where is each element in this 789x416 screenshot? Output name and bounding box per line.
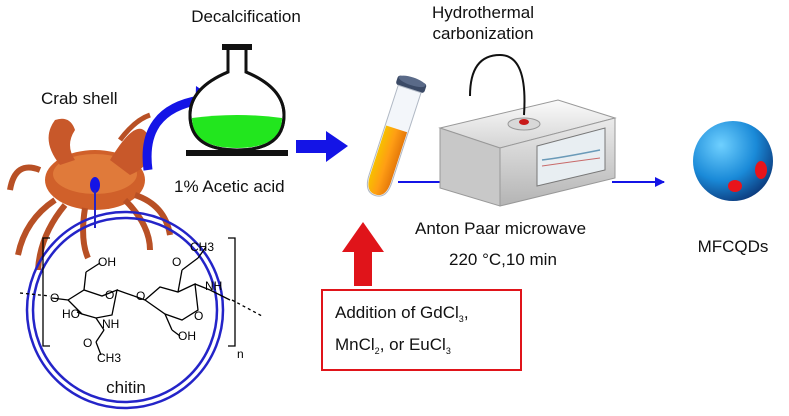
decalcification-label: Decalcification — [191, 7, 301, 26]
addition-eucl-text: , or EuCl — [379, 335, 446, 354]
label-o-ring-right: O — [194, 309, 203, 323]
addition-mncl-text: MnCl — [335, 335, 375, 354]
addition-line-1: Addition of GdCl3, — [335, 303, 469, 329]
label-o-carbonyl-bottom: O — [83, 336, 92, 350]
label-o-carbonyl-top: O — [172, 255, 181, 269]
label-repeat-n: n — [237, 347, 244, 361]
label-ch3-bottom: CH3 — [97, 351, 121, 365]
microwave-device-icon — [438, 99, 617, 207]
label-oh-bottom: OH — [178, 329, 196, 343]
addition-line-2: MnCl2, or EuCl3 — [335, 335, 451, 361]
flask-icon — [186, 44, 288, 156]
addition-gdcl-subscript: 3 — [458, 314, 464, 324]
acetic-acid-label: 1% Acetic acid — [174, 177, 285, 196]
label-nh-bottom: NH — [102, 317, 119, 331]
label-o-bridge: O — [136, 289, 145, 303]
arrow-to-tube-icon — [296, 131, 348, 162]
quantum-dot-icon — [693, 121, 773, 201]
hydrothermal-label-line2: carbonization — [432, 24, 534, 43]
addition-line1-suffix: , — [463, 303, 469, 322]
hydrothermal-label-line1: Hydrothermal — [431, 3, 535, 22]
label-oh-top: OH — [98, 255, 116, 269]
conditions-label: 220 °C,10 min — [449, 250, 557, 269]
addition-mncl-subscript: 2 — [374, 346, 380, 356]
chitin-label: chitin — [106, 378, 146, 397]
addition-gdcl-text: Addition of GdCl — [335, 303, 459, 322]
label-o-ring-left: O — [105, 288, 114, 302]
wire — [469, 53, 526, 116]
label-ch3-top: CH3 — [190, 240, 214, 254]
crab-shell-label: Crab shell — [41, 89, 118, 108]
chitin-labels: CH3 NH OH O HO O O O O NH O CH3 OH n — [50, 240, 244, 365]
anton-paar-label: Anton Paar microwave — [415, 219, 587, 238]
product-label: MFCQDs — [697, 237, 769, 256]
red-up-arrow-icon — [342, 222, 384, 286]
addition-box: Addition of GdCl3, MnCl2, or EuCl3 — [321, 289, 522, 371]
chitin-structure — [19, 237, 263, 356]
label-o-left: O — [50, 291, 59, 305]
chitin-circle — [25, 210, 225, 410]
label-ho-left: HO — [62, 307, 80, 321]
label-nh-right: NH — [205, 279, 222, 293]
addition-eucl-subscript: 3 — [445, 346, 451, 356]
test-tube-icon — [366, 75, 427, 197]
